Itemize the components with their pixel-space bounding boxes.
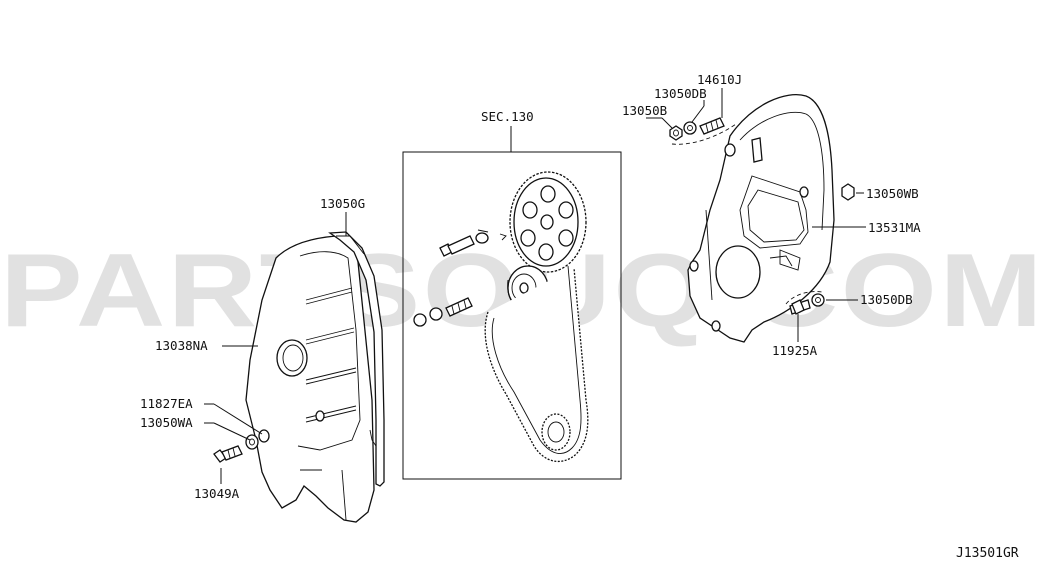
callout-sec130: SEC.130	[481, 109, 534, 124]
callout-13050db-bottom: 13050DB	[860, 292, 913, 307]
washer-13050db-bottom[interactable]	[811, 293, 825, 307]
callout-13050db-top: 13050DB	[654, 86, 707, 101]
sec130-frame	[402, 151, 622, 480]
idler-bolt[interactable]	[413, 297, 473, 327]
bolt-13049a[interactable]	[213, 445, 243, 463]
nut-13050b[interactable]	[669, 125, 683, 141]
callout-13050b: 13050B	[622, 103, 667, 118]
camshaft-sprocket[interactable]	[509, 171, 587, 273]
stud-14610j[interactable]	[699, 117, 725, 135]
callout-13050g: 13050G	[320, 196, 365, 211]
leader-lines	[204, 88, 866, 484]
rear-timing-plate[interactable]	[687, 94, 835, 343]
pulley-bolt[interactable]	[439, 229, 507, 257]
washer-13050wa[interactable]	[245, 434, 259, 450]
dashed-guide-bottom	[785, 291, 823, 305]
callout-13038na: 13038NA	[155, 338, 208, 353]
callout-13050wa: 13050WA	[140, 415, 193, 430]
belt-guard-seal[interactable]	[328, 231, 385, 487]
callout-11925a: 11925A	[772, 343, 818, 358]
timing-belt[interactable]	[484, 265, 589, 463]
bolt-11925a[interactable]	[789, 299, 811, 315]
callout-13050wb: 13050WB	[866, 186, 919, 201]
callout-14610j: 14610J	[697, 72, 742, 87]
seal-11827ea[interactable]	[258, 429, 270, 443]
callout-13531ma: 13531MA	[868, 220, 921, 235]
front-timing-cover[interactable]	[245, 235, 375, 523]
callout-11827ea: 11827EA	[140, 396, 193, 411]
diagram-code: J13501GR	[956, 546, 1019, 561]
washer-13050db-top[interactable]	[683, 121, 697, 135]
washer-13050wb[interactable]	[841, 183, 855, 201]
callout-13049a: 13049A	[194, 486, 240, 501]
dashed-guide-top	[671, 123, 737, 145]
